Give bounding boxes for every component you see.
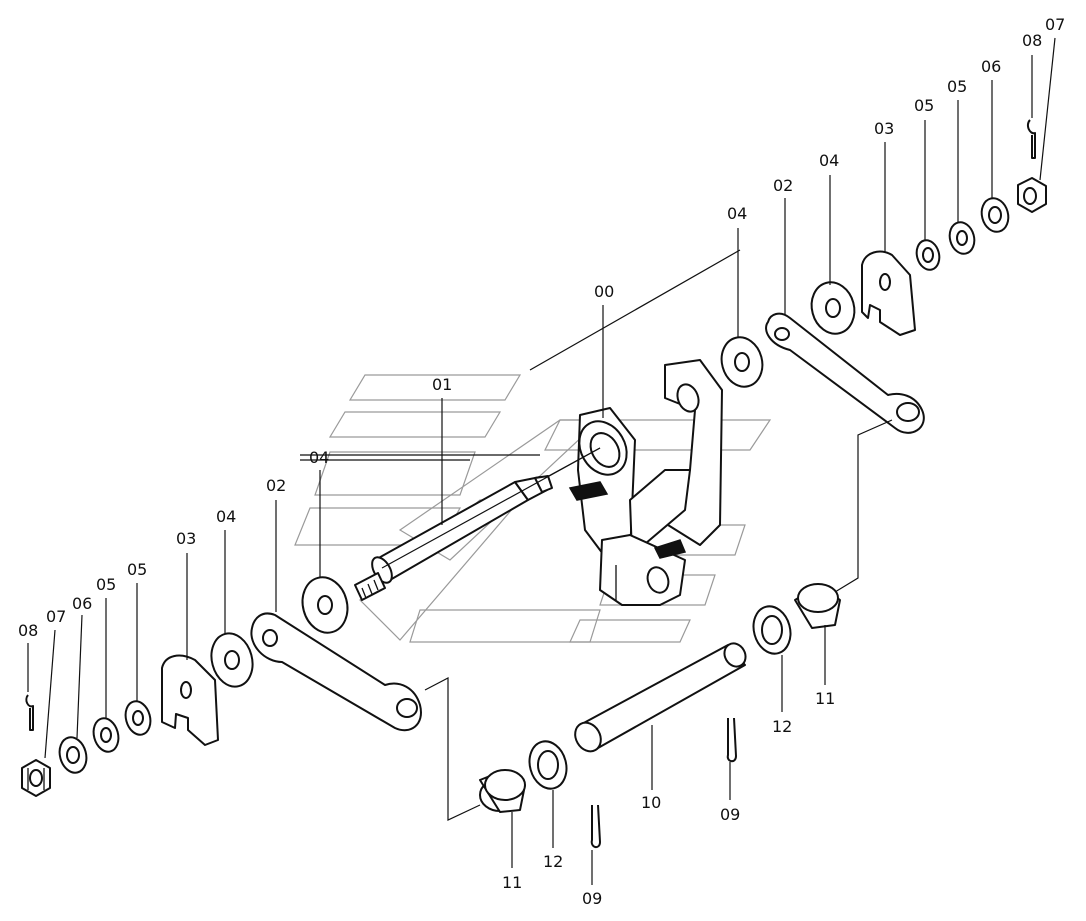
castle-nut-07-right: [1017, 177, 1047, 213]
bushing-11-lower: [479, 769, 526, 813]
label-07-left: 07: [46, 607, 66, 626]
bushing-11-right: [794, 583, 841, 629]
label-03-right: 03: [874, 119, 894, 138]
label-04-right-b: 04: [819, 151, 839, 170]
label-06-left: 06: [72, 594, 92, 613]
label-10: 10: [641, 793, 661, 812]
cotter-pin-08-right: [1026, 119, 1036, 159]
label-07-right: 07: [1045, 15, 1065, 34]
washer-05-right-b-hole: [956, 230, 968, 246]
label-08-right: 08: [1022, 31, 1042, 50]
label-09-lower: 09: [582, 889, 602, 908]
label-11-lower: 11: [502, 873, 522, 892]
castle-nut-07-left: [21, 759, 51, 797]
pin-part-10: [574, 642, 747, 753]
washer-04-left-a-hole: [224, 650, 240, 670]
washer-05-left-a-hole: [132, 710, 144, 726]
washer-04-left-b-hole: [317, 595, 333, 615]
cotter-pin-08-left: [25, 694, 34, 731]
washer-05-left-b-hole: [100, 727, 112, 743]
label-05-right-a: 05: [914, 96, 934, 115]
leader-lines: [27, 37, 1056, 885]
washer-06-left-hole: [66, 746, 80, 764]
label-05-left-a: 05: [127, 560, 147, 579]
washer-05-right-a-hole: [922, 247, 934, 263]
label-09-right: 09: [720, 805, 740, 824]
part-labels: 00 01 02 04 04 03 05 05 06 07 08 04 02 0…: [18, 15, 1065, 908]
cotter-pin-09-lower: [590, 804, 601, 848]
label-00: 00: [594, 282, 614, 301]
label-05-right-b: 05: [947, 77, 967, 96]
cotter-pin-09-right: [726, 717, 737, 763]
link-plate-02-left: [250, 612, 422, 732]
washer-12-lower-hole: [537, 750, 559, 780]
bracket-part-00: [568, 359, 723, 606]
label-06-right: 06: [981, 57, 1001, 76]
label-04-left-a: 04: [216, 507, 236, 526]
label-11-right: 11: [815, 689, 835, 708]
shaft-part-01: [354, 475, 553, 601]
link-plate-02-right: [765, 312, 925, 434]
washer-04-right-a-hole: [734, 352, 750, 372]
label-02-left: 02: [266, 476, 286, 495]
washer-12-right-hole: [761, 615, 783, 645]
label-04-left-b: 04: [309, 448, 329, 467]
label-03-left: 03: [176, 529, 196, 548]
label-01: 01: [432, 375, 452, 394]
label-04-right-a: 04: [727, 204, 747, 223]
label-12-lower: 12: [543, 852, 563, 871]
label-12-right: 12: [772, 717, 792, 736]
lock-plate-03-right: [861, 250, 916, 336]
washer-06-right-hole: [988, 206, 1002, 224]
label-05-left-b: 05: [96, 575, 116, 594]
label-02-right: 02: [773, 176, 793, 195]
label-08-left: 08: [18, 621, 38, 640]
washer-04-right-b-hole: [825, 298, 841, 318]
lock-plate-03-left: [161, 654, 219, 746]
